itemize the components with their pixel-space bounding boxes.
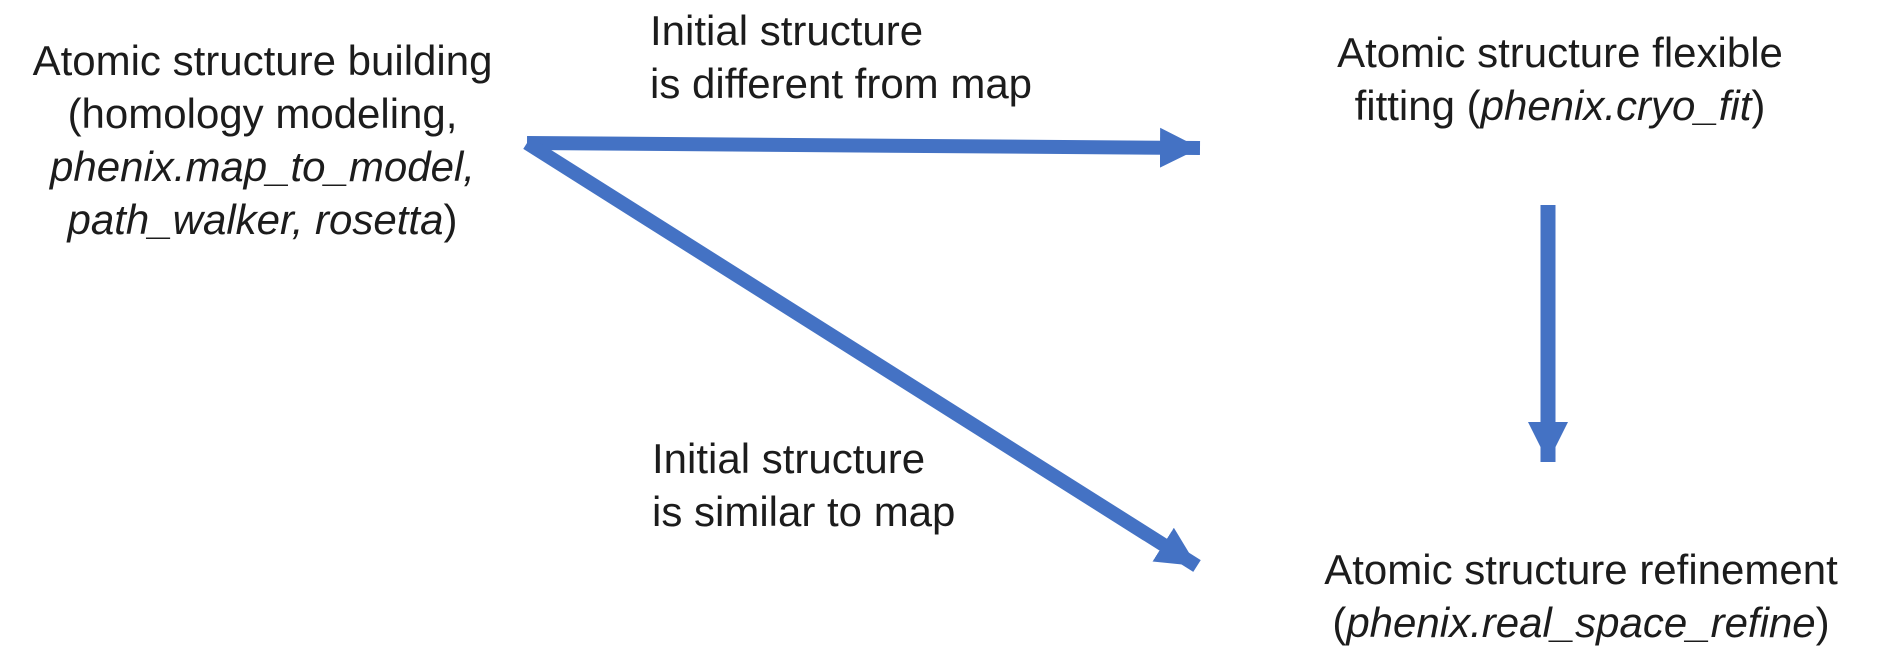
edge-label-different-line2: is different from map: [650, 60, 1033, 107]
tool-map-to-model: phenix.map_to_model,: [50, 143, 475, 190]
opening-paren: (: [1332, 599, 1347, 646]
tool-real-space-refine: phenix.real_space_refine: [1346, 599, 1816, 646]
fitting-label-prefix: fitting (: [1354, 82, 1481, 129]
node-structure-building-line2: (homology modeling,: [67, 90, 458, 137]
node-flexible-fitting-line1: Atomic structure flexible: [1337, 29, 1783, 76]
closing-paren: ): [1751, 82, 1766, 129]
edge-label-similar: Initial structure is similar to map: [652, 432, 955, 538]
node-structure-building-line3: phenix.map_to_model,: [0, 140, 525, 193]
edge-label-different-line1: Initial structure: [650, 7, 924, 54]
tool-path-walker-rosetta: path_walker, rosetta: [67, 196, 444, 243]
node-refinement: Atomic structure refinement (phenix.real…: [1285, 543, 1877, 649]
node-structure-building-line1: Atomic structure building: [32, 37, 493, 84]
node-structure-building: Atomic structure building (homology mode…: [0, 34, 525, 246]
node-refinement-line2: (phenix.real_space_refine): [1285, 596, 1877, 649]
closing-paren: ): [443, 196, 458, 243]
closing-paren: ): [1815, 599, 1830, 646]
edge-label-similar-line1: Initial structure: [652, 435, 926, 482]
tool-cryo-fit: phenix.cryo_fit: [1480, 82, 1752, 129]
node-flexible-fitting-line2: fitting (phenix.cryo_fit): [1280, 79, 1840, 132]
node-structure-building-line4: path_walker, rosetta): [0, 193, 525, 246]
arrow-building-to-refinement: [523, 137, 1201, 572]
arrow-building-to-fitting: [526, 127, 1201, 168]
edge-label-similar-line2: is similar to map: [652, 488, 956, 535]
node-flexible-fitting: Atomic structure flexible fitting (pheni…: [1280, 26, 1840, 132]
node-refinement-line1: Atomic structure refinement: [1324, 546, 1838, 593]
edge-label-different: Initial structure is different from map: [650, 4, 1032, 110]
